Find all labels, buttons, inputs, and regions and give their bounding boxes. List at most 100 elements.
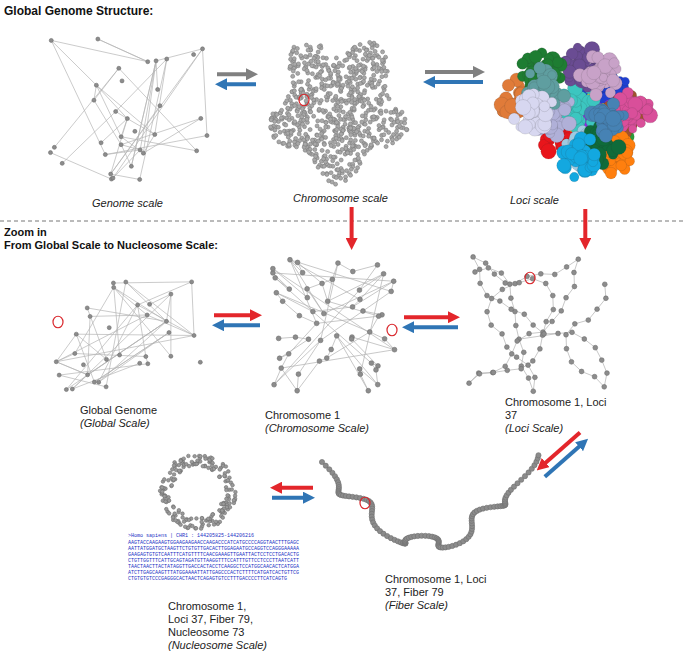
bead-dot bbox=[295, 51, 299, 55]
bead-dot bbox=[348, 110, 352, 114]
bead-dot bbox=[485, 309, 490, 314]
link-line bbox=[121, 118, 201, 144]
bead-dot bbox=[324, 125, 328, 129]
bead-dot bbox=[304, 99, 308, 103]
atom-sphere bbox=[616, 160, 627, 171]
atom-sphere bbox=[588, 148, 601, 161]
atom-sphere bbox=[584, 134, 596, 146]
bead-dot bbox=[351, 144, 355, 148]
link-line bbox=[519, 333, 558, 339]
bead-dot bbox=[341, 83, 345, 87]
bead-dot bbox=[326, 150, 330, 154]
bead-dot bbox=[297, 313, 302, 318]
link-line bbox=[313, 307, 353, 312]
bead-dot bbox=[318, 127, 322, 131]
bead-dot bbox=[316, 165, 320, 169]
bead-dot bbox=[334, 56, 338, 60]
atom-sphere bbox=[529, 50, 542, 63]
link-line bbox=[307, 279, 332, 288]
bead-dot bbox=[375, 382, 380, 387]
link-line bbox=[192, 282, 194, 336]
bead-dot bbox=[85, 306, 89, 310]
bead-dot bbox=[164, 319, 168, 323]
bead-dot bbox=[324, 356, 329, 361]
bead-dot bbox=[325, 172, 329, 176]
atom-sphere bbox=[599, 129, 613, 143]
bead-dot bbox=[505, 368, 510, 373]
bead-dot bbox=[285, 99, 289, 103]
bead-dot bbox=[289, 130, 293, 134]
bead-dot bbox=[270, 266, 275, 271]
bead-dot bbox=[305, 286, 310, 291]
bead-dot bbox=[120, 79, 124, 83]
bead-dot bbox=[369, 143, 373, 147]
bead-dot bbox=[310, 72, 314, 76]
bead-dot bbox=[274, 290, 279, 295]
bead-dot bbox=[169, 354, 173, 358]
bead-dot bbox=[296, 372, 301, 377]
bead-dot bbox=[119, 143, 123, 147]
bead-dot bbox=[361, 64, 365, 68]
atom-sphere bbox=[594, 112, 605, 123]
bead-dot bbox=[377, 124, 381, 128]
bead-dot bbox=[336, 70, 340, 74]
bead-dot bbox=[384, 109, 388, 113]
bead-dot bbox=[272, 382, 277, 387]
atom-sphere bbox=[525, 69, 534, 78]
chromosome-cloud bbox=[269, 40, 409, 186]
bead-dot bbox=[357, 145, 361, 149]
bead-dot bbox=[310, 64, 314, 68]
bead-dot bbox=[317, 107, 321, 111]
bead-dot bbox=[395, 129, 399, 133]
bead-dot bbox=[371, 61, 375, 65]
bead-dot bbox=[291, 81, 295, 85]
atom-sphere bbox=[559, 104, 571, 116]
bead-dot bbox=[287, 287, 292, 292]
link-line bbox=[56, 362, 87, 375]
link-line bbox=[290, 260, 317, 324]
bead-dot bbox=[363, 52, 367, 56]
bead-dot bbox=[308, 128, 312, 132]
link-line bbox=[96, 85, 154, 134]
link-line bbox=[50, 153, 111, 179]
bead-dot bbox=[349, 70, 353, 74]
bead-dot bbox=[349, 126, 353, 130]
bead-dot bbox=[306, 337, 311, 342]
bead-dot bbox=[361, 149, 365, 153]
bead-dot bbox=[499, 271, 504, 276]
bead-dot bbox=[346, 84, 350, 88]
bead-dot bbox=[324, 120, 328, 124]
bead-dot bbox=[375, 263, 380, 268]
bead-dot bbox=[527, 331, 532, 336]
link-line bbox=[297, 361, 319, 391]
bead-dot bbox=[314, 154, 318, 158]
link-line bbox=[56, 362, 87, 375]
bead-dot bbox=[362, 76, 366, 80]
atom-sphere bbox=[570, 172, 579, 181]
bead-dot bbox=[486, 265, 491, 270]
bead-dot bbox=[310, 104, 314, 108]
link-line bbox=[317, 316, 379, 323]
bead-dot bbox=[70, 387, 74, 391]
bead-dot bbox=[336, 65, 340, 69]
bead-dot bbox=[308, 85, 312, 89]
bead-dot bbox=[317, 45, 321, 49]
bead-dot bbox=[304, 43, 308, 47]
bead-dot bbox=[274, 134, 278, 138]
link-line bbox=[321, 263, 338, 340]
bead-dot bbox=[309, 59, 313, 63]
link-line bbox=[281, 350, 394, 368]
bead-dot bbox=[328, 92, 332, 96]
bead-dot bbox=[357, 95, 361, 99]
bead-dot bbox=[280, 299, 285, 304]
bead-dot bbox=[320, 119, 324, 123]
bead-dot bbox=[521, 350, 526, 355]
bead-dot bbox=[124, 280, 128, 284]
link-line bbox=[51, 40, 96, 85]
loci-blobs bbox=[494, 42, 658, 182]
bead-dot bbox=[391, 279, 396, 284]
bead-dot bbox=[192, 333, 196, 337]
bead-dot bbox=[318, 338, 323, 343]
link-line bbox=[114, 287, 147, 315]
